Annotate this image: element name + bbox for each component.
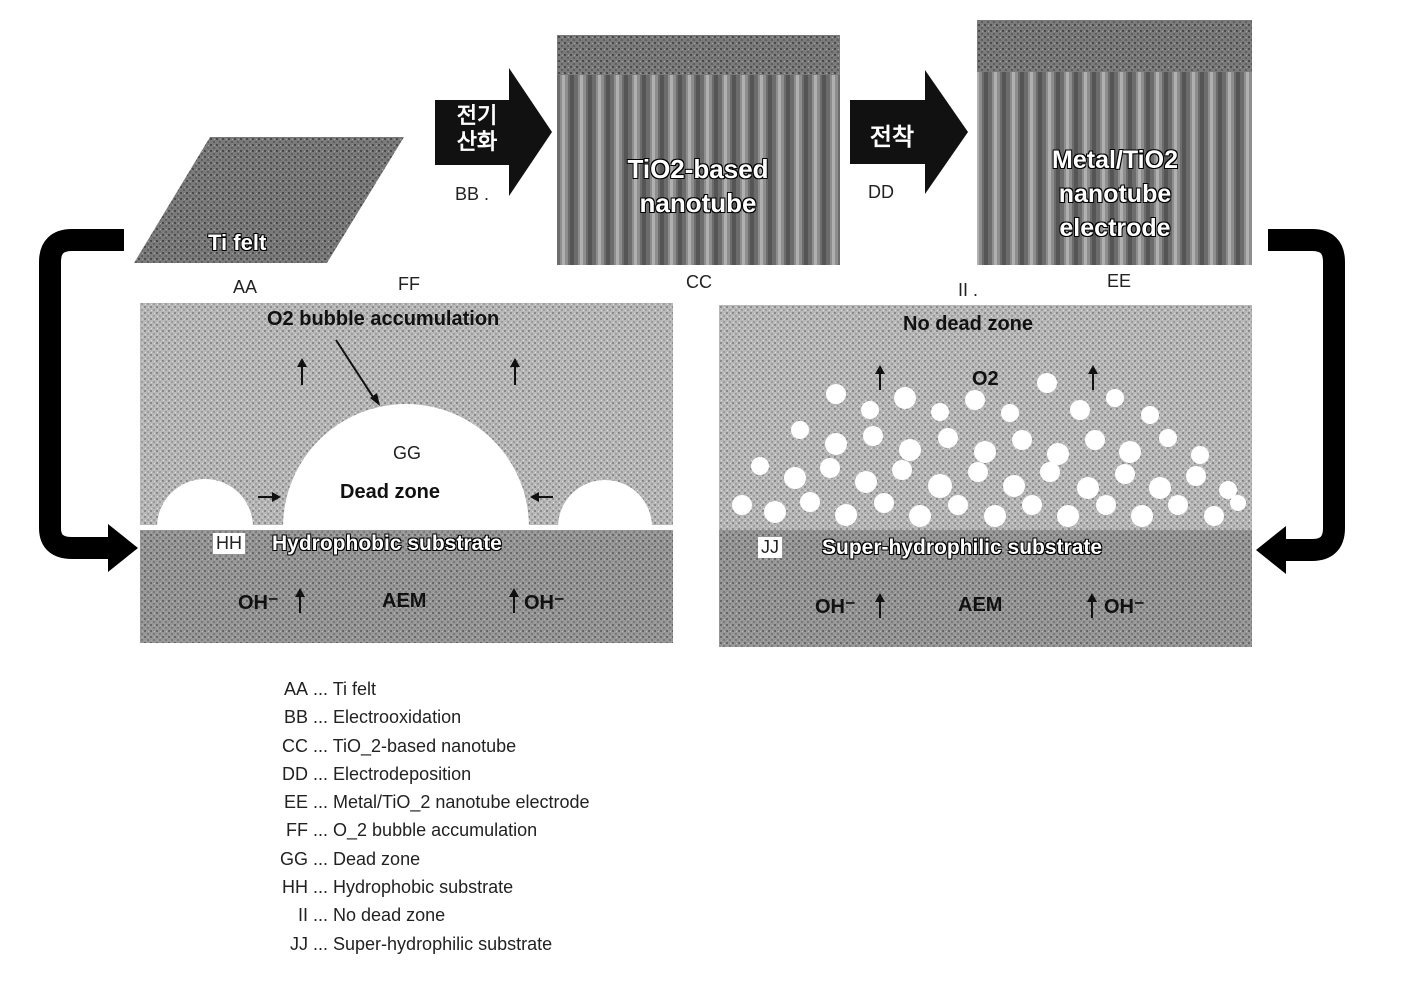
legend-code: FF xyxy=(250,820,308,841)
legend-code: II xyxy=(250,905,308,926)
legend-text: ... Super-hydrophilic substrate xyxy=(313,934,552,954)
arrow1-line1: 전기 xyxy=(448,103,506,129)
right-oh-right-label: OH⁻ xyxy=(1104,594,1145,619)
tag-aa: AA xyxy=(233,277,257,298)
legend-item: FF ... O_2 bubble accumulation xyxy=(250,820,537,841)
ti-felt-plate xyxy=(134,137,404,263)
metal-label-line1: Metal/TiO2 xyxy=(1000,143,1230,177)
legend-code: BB xyxy=(250,707,308,728)
ti-felt-label: Ti felt xyxy=(208,230,266,256)
legend-text: ... Dead zone xyxy=(313,849,420,869)
dead-zone-label: Dead zone xyxy=(340,481,440,504)
tag-bb: BB . xyxy=(455,184,489,205)
legend-item: EE ... Metal/TiO_2 nanotube electrode xyxy=(250,792,590,813)
legend-text: ... Metal/TiO_2 nanotube electrode xyxy=(313,792,590,812)
legend-text: ... Ti felt xyxy=(313,679,376,699)
legend-item: II ... No dead zone xyxy=(250,905,445,926)
tio2-label-line1: TiO2-based xyxy=(587,152,809,186)
electrooxidation-arrow-text: 전기 산화 xyxy=(448,103,506,155)
left-oh-right-label: OH⁻ xyxy=(524,590,565,615)
tio2-nanotube-label: TiO2-based nanotube xyxy=(587,152,809,220)
legend-text: ... Electrodeposition xyxy=(313,764,471,784)
arrow1-line2: 산화 xyxy=(448,129,506,155)
right-oh-label: OH⁻ xyxy=(815,594,856,619)
legend-code: DD xyxy=(250,764,308,785)
tag-gg: GG xyxy=(393,443,421,464)
tag-jj: JJ xyxy=(758,537,782,558)
left-panel-title: O2 bubble accumulation xyxy=(267,308,499,331)
legend-code: CC xyxy=(250,736,308,757)
left-aem-label: AEM xyxy=(382,590,426,613)
legend-item: GG ... Dead zone xyxy=(250,849,420,870)
legend-code: EE xyxy=(250,792,308,813)
tag-ff: FF xyxy=(398,274,420,295)
legend-text: ... No dead zone xyxy=(313,905,445,925)
right-aem-label: AEM xyxy=(958,594,1002,617)
tag-hh: HH xyxy=(213,533,245,554)
legend-text: ... Electrooxidation xyxy=(313,707,461,727)
metal-label-line3: electrode xyxy=(1000,211,1230,245)
legend-code: JJ xyxy=(250,934,308,955)
tag-cc: CC xyxy=(686,272,712,293)
legend-item: BB ... Electrooxidation xyxy=(250,707,461,728)
legend-code: HH xyxy=(250,877,308,898)
hydrophobic-substrate-label: Hydrophobic substrate xyxy=(272,532,502,556)
tio2-label-line2: nanotube xyxy=(587,186,809,220)
legend-text: ... O_2 bubble accumulation xyxy=(313,820,537,840)
left-oh-label: OH⁻ xyxy=(238,590,279,615)
metal-tio2-label: Metal/TiO2 nanotube electrode xyxy=(1000,143,1230,245)
legend-item: AA ... Ti felt xyxy=(250,679,376,700)
tio2-nanotube-block xyxy=(557,35,840,265)
legend-item: CC ... TiO_2-based nanotube xyxy=(250,736,516,757)
tag-ii: II . xyxy=(958,280,978,301)
super-hydrophilic-substrate-label: Super-hydrophilic substrate xyxy=(822,536,1102,560)
legend-item: HH ... Hydrophobic substrate xyxy=(250,877,513,898)
legend-code: GG xyxy=(250,849,308,870)
legend-item: JJ ... Super-hydrophilic substrate xyxy=(250,934,552,955)
metal-label-line2: nanotube xyxy=(1000,177,1230,211)
legend-code: AA xyxy=(250,679,308,700)
legend-text: ... Hydrophobic substrate xyxy=(313,877,513,897)
tag-ee: EE xyxy=(1107,271,1131,292)
legend-item: DD ... Electrodeposition xyxy=(250,764,471,785)
legend-text: ... TiO_2-based nanotube xyxy=(313,736,516,756)
legend: AA ... Ti felt BB ... Electrooxidation C… xyxy=(250,679,770,969)
left-flow-arrow xyxy=(50,240,138,572)
tag-dd: DD xyxy=(868,182,894,203)
o2-label: O2 xyxy=(972,368,999,391)
right-flow-arrow xyxy=(1256,240,1334,574)
right-panel-title: No dead zone xyxy=(903,313,1033,336)
electrodeposition-arrow-text: 전착 xyxy=(862,117,922,152)
